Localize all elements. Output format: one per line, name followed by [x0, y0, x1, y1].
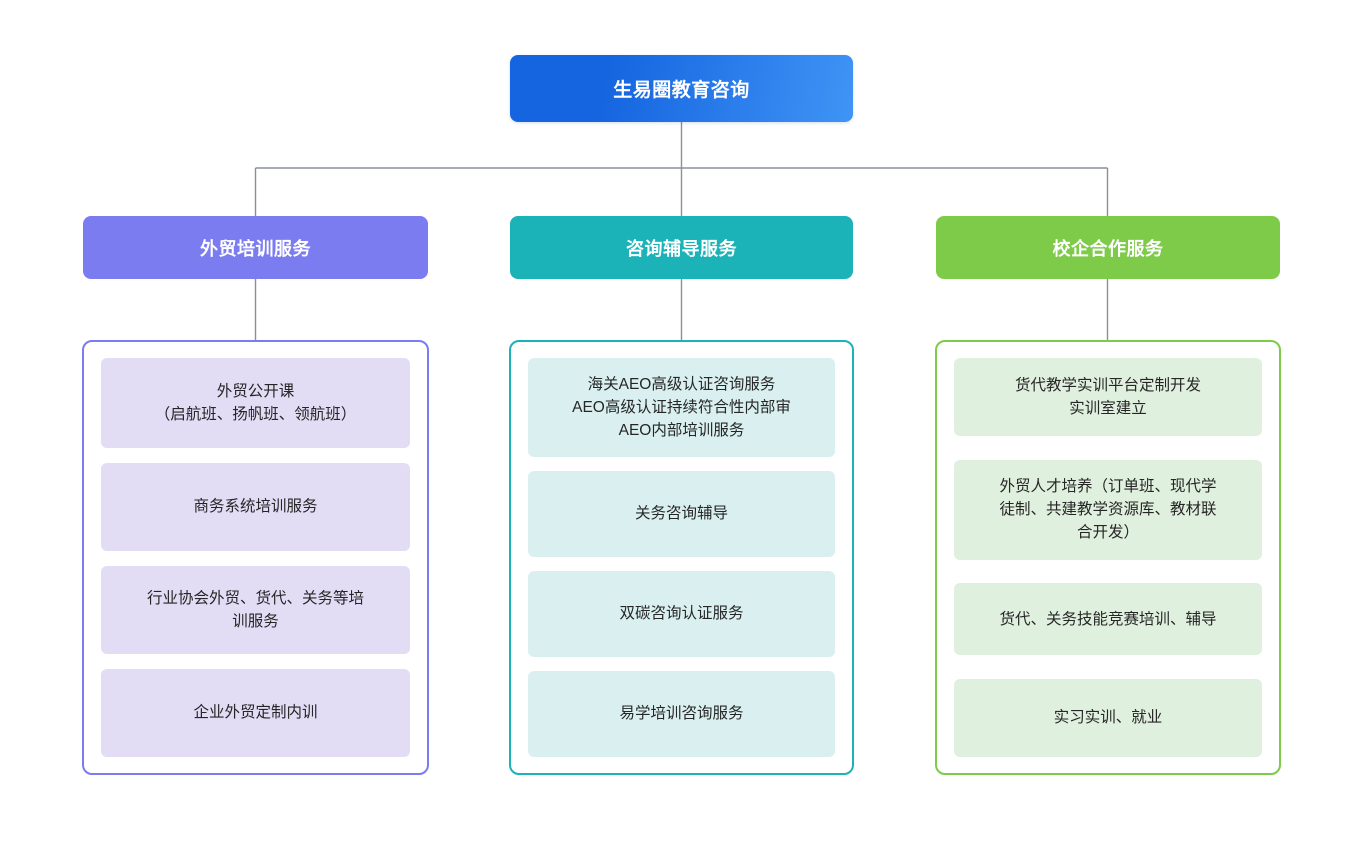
leaf-card[interactable]: 外贸公开课 （启航班、扬帆班、领航班）	[101, 358, 410, 448]
leaf-card[interactable]: 双碳咨询认证服务	[528, 571, 835, 657]
branch-header-zxfd[interactable]: 咨询辅导服务	[510, 216, 853, 279]
leaf-card[interactable]: 实习实训、就业	[954, 678, 1262, 757]
branch-header-label: 咨询辅导服务	[626, 238, 737, 259]
root-node[interactable]: 生易圈教育咨询	[510, 55, 853, 122]
branch-container-wmpx: 外贸公开课 （启航班、扬帆班、领航班） 商务系统培训服务 行业协会外贸、货代、关…	[82, 340, 429, 775]
branch-header-label: 校企合作服务	[1052, 238, 1164, 259]
branch-container-zxfd: 海关AEO高级认证咨询服务 AEO高级认证持续符合性内部审 AEO内部培训服务 …	[509, 340, 854, 775]
leaf-card[interactable]: 商务系统培训服务	[101, 463, 410, 551]
branch-header-label: 外贸培训服务	[200, 238, 311, 259]
leaf-card[interactable]: 海关AEO高级认证咨询服务 AEO高级认证持续符合性内部审 AEO内部培训服务	[528, 358, 835, 457]
leaf-card[interactable]: 行业协会外贸、货代、关务等培 训服务	[101, 566, 410, 654]
leaf-card[interactable]: 关务咨询辅导	[528, 471, 835, 557]
leaf-card[interactable]: 货代、关务技能竞赛培训、辅导	[954, 583, 1262, 656]
root-node-label: 生易圈教育咨询	[613, 80, 750, 101]
leaf-card[interactable]: 货代教学实训平台定制开发 实训室建立	[954, 358, 1262, 436]
branch-container-xqhz: 货代教学实训平台定制开发 实训室建立 外贸人才培养（订单班、现代学 徒制、共建教…	[935, 340, 1281, 775]
leaf-card[interactable]: 企业外贸定制内训	[101, 669, 410, 757]
branch-header-xqhz[interactable]: 校企合作服务	[936, 216, 1280, 279]
leaf-card[interactable]: 外贸人才培养（订单班、现代学 徒制、共建教学资源库、教材联 合开发）	[954, 459, 1262, 560]
branch-header-wmpx[interactable]: 外贸培训服务	[83, 216, 428, 279]
leaf-card[interactable]: 易学培训咨询服务	[528, 671, 835, 757]
